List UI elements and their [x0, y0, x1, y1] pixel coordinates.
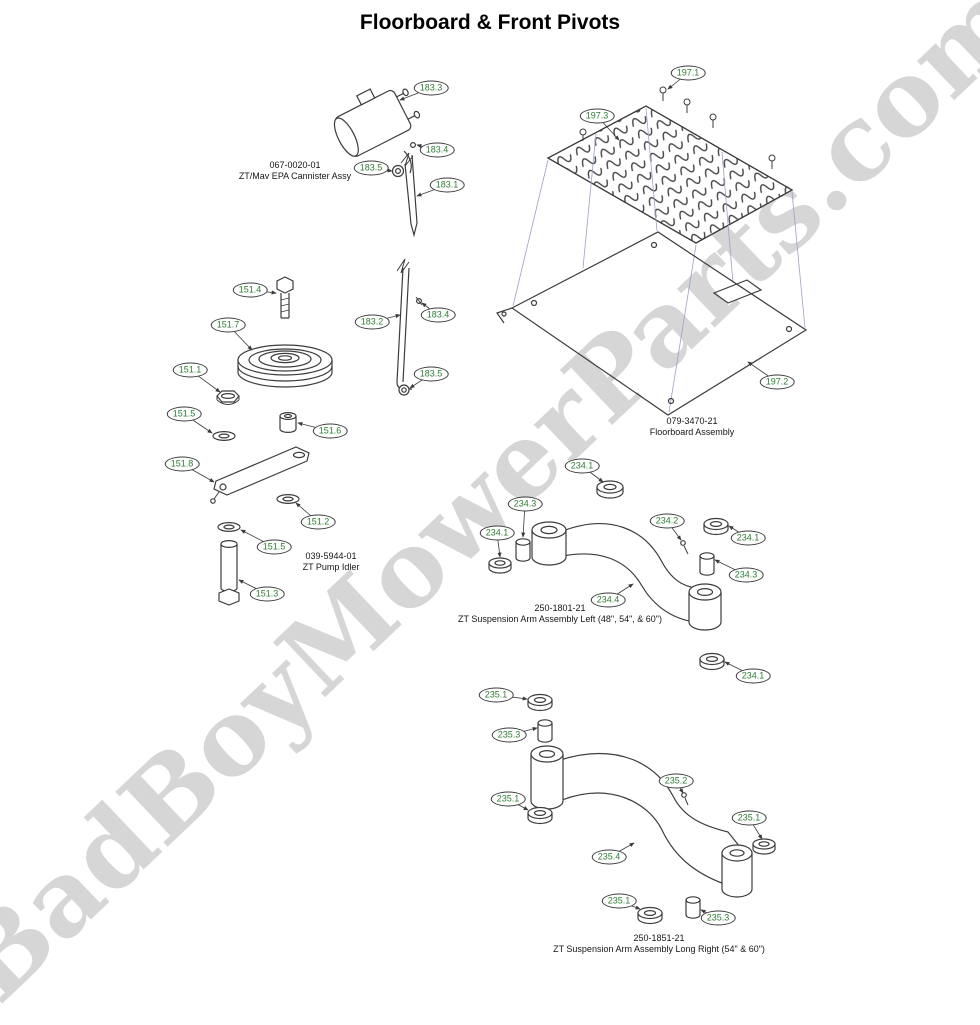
- idler-nut: [216, 390, 240, 403]
- idler-bolt-shaft: [280, 293, 290, 319]
- idler-pivot-nut: [218, 588, 240, 606]
- cannister-drawing: [333, 88, 423, 396]
- caption-floorboard: 079-3470-21 Floorboard Assembly: [650, 416, 735, 438]
- caption-suspension-arm-left: 250-1801-21 ZT Suspension Arm Assembly L…: [458, 603, 662, 625]
- part-name: ZT Pump Idler: [302, 562, 360, 572]
- part-name: Floorboard Assembly: [649, 427, 735, 437]
- callout-183.1: 183.1: [429, 177, 465, 193]
- callout-183.5: 183.5: [353, 160, 389, 176]
- grease-fitting: [681, 792, 687, 798]
- spacer-left: [515, 542, 531, 562]
- callout-234.1: 234.1: [735, 668, 771, 684]
- part-number: 067-0020-01: [269, 160, 321, 170]
- pulley-hub: [270, 352, 300, 364]
- tube-break-lower: [396, 258, 410, 274]
- idler-pivot-bolt: [220, 544, 238, 592]
- callout-234.1: 234.1: [730, 530, 766, 546]
- callout-151.7: 151.7: [210, 317, 246, 333]
- part-name: ZT Suspension Arm Assembly Long Right (5…: [553, 944, 765, 954]
- callout-183.4: 183.4: [420, 307, 456, 323]
- spacer-right: [699, 556, 715, 576]
- part-name: ZT/Mav EPA Cannister Assy: [238, 171, 352, 181]
- callout-151.2: 151.2: [300, 514, 336, 530]
- callout-234.3: 234.3: [728, 567, 764, 583]
- pivot-cylinder-left: [531, 530, 567, 566]
- idler-washer-lower: [217, 521, 241, 532]
- vent-tube-lower: [396, 267, 410, 383]
- pivot-cylinder-right: [721, 853, 753, 898]
- part-number: 250-1851-21: [633, 933, 685, 943]
- callout-234.2: 234.2: [649, 513, 685, 529]
- idler-arm: [213, 446, 310, 496]
- idler-bolt-head: [276, 276, 294, 294]
- callout-235.3: 235.3: [491, 727, 527, 743]
- page-title: Floorboard & Front Pivots: [359, 11, 621, 34]
- callout-183.5: 183.5: [413, 366, 449, 382]
- pump-idler-drawing: [210, 276, 333, 606]
- part-name: ZT Suspension Arm Assembly Left (48", 54…: [457, 614, 663, 624]
- hose-clamp-lower: [398, 384, 410, 396]
- projection-lines: [512, 107, 806, 413]
- floorboard-drawing: [496, 86, 808, 416]
- callout-151.4: 151.4: [232, 282, 268, 298]
- callout-234.1: 234.1: [479, 525, 515, 541]
- callout-197.3: 197.3: [579, 108, 615, 124]
- idler-spacer: [279, 416, 297, 433]
- cannister-screw: [410, 142, 417, 149]
- callout-197.2: 197.2: [759, 374, 795, 390]
- idler-washer-mid: [276, 494, 300, 505]
- callout-235.1: 235.1: [731, 810, 767, 826]
- suspension-arm-right-drawing: [527, 693, 776, 925]
- callout-234.1: 234.1: [564, 458, 600, 474]
- callout-235.1: 235.1: [490, 791, 526, 807]
- vent-tube-upper: [404, 154, 418, 238]
- callout-197.1: 197.1: [670, 65, 706, 81]
- grease-fitting: [680, 540, 686, 546]
- suspension-arm-left-drawing: [488, 480, 729, 671]
- callout-234.3: 234.3: [507, 496, 543, 512]
- callout-235.1: 235.1: [478, 687, 514, 703]
- floorboard-bottom-plate: [510, 231, 808, 416]
- cannister-body: [333, 88, 421, 157]
- spacer-top: [537, 723, 553, 743]
- callout-151.3: 151.3: [249, 586, 285, 602]
- callout-151.1: 151.1: [172, 362, 208, 378]
- spacer-bottom: [685, 900, 701, 919]
- callout-235.4: 235.4: [591, 849, 627, 865]
- tube-break-upper: [400, 152, 414, 167]
- floorboard-slot: [712, 279, 763, 304]
- part-number: 250-1801-21: [534, 603, 586, 613]
- callout-151.6: 151.6: [312, 423, 348, 439]
- diagram-canvas: [181, 72, 808, 925]
- hose-clamp-upper: [391, 164, 405, 178]
- grease-zerk: [210, 498, 216, 504]
- callout-235.2: 235.2: [658, 773, 694, 789]
- idler-washer-upper: [212, 431, 236, 442]
- callout-234.4: 234.4: [590, 592, 626, 608]
- cannister-hose: [403, 150, 412, 174]
- part-number: 079-3470-21: [666, 416, 718, 426]
- callout-235.3: 235.3: [700, 910, 736, 926]
- caption-pump-idler: 039-5944-01 ZT Pump Idler: [303, 551, 360, 573]
- pivot-cylinder-right: [688, 592, 722, 631]
- callout-183.3: 183.3: [413, 80, 449, 96]
- caption-cannister-assy: 067-0020-01 ZT/Mav EPA Cannister Assy: [239, 160, 351, 182]
- caption-suspension-arm-right: 250-1851-21 ZT Suspension Arm Assembly L…: [553, 933, 765, 955]
- callout-151.5: 151.5: [256, 539, 292, 555]
- callout-151.5: 151.5: [166, 406, 202, 422]
- arm-body-right: [559, 752, 745, 887]
- callout-151.8: 151.8: [164, 456, 200, 472]
- callout-183.2: 183.2: [354, 314, 390, 330]
- callout-183.4: 183.4: [419, 142, 455, 158]
- callout-235.1: 235.1: [601, 893, 637, 909]
- floorboard-tab: [496, 307, 513, 324]
- part-number: 039-5944-01: [305, 551, 357, 561]
